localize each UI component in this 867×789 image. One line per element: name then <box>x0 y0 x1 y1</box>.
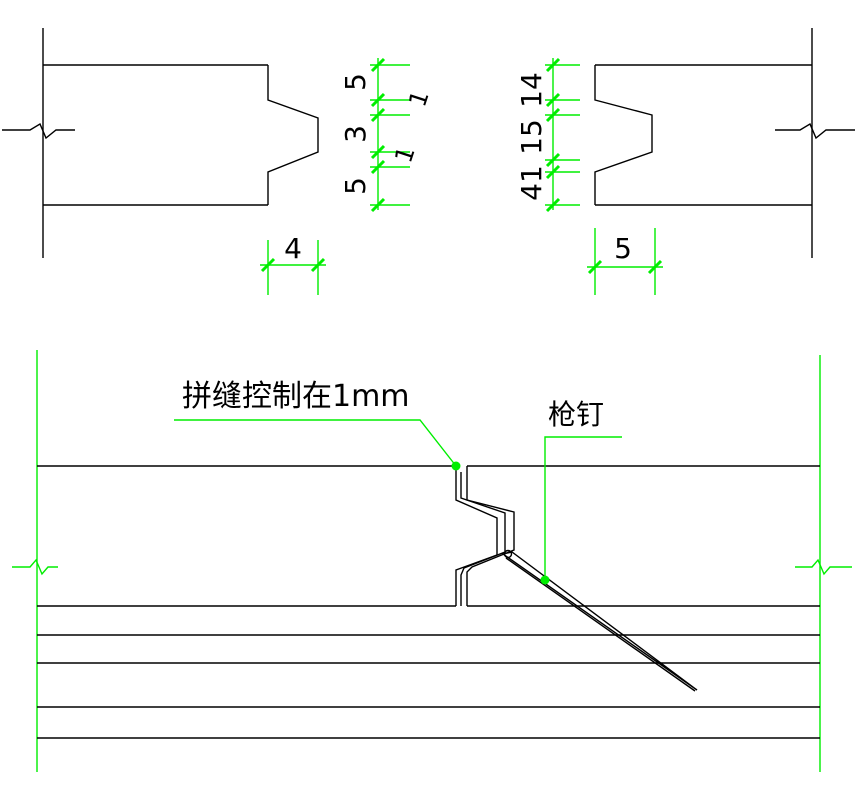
left-break-symbol <box>2 122 75 140</box>
nail-shape <box>501 549 698 692</box>
right-horizontal-dimension: 5 <box>587 228 663 295</box>
dim-left-mid: 3 <box>339 125 372 143</box>
right-break-symbol <box>775 122 855 140</box>
assembled-joint: 拼缝控制在1mm 枪钉 <box>12 350 852 772</box>
left-horizontal-dimension: 4 <box>260 232 326 295</box>
left-board-profile <box>2 28 319 258</box>
bottom-right-break-symbol <box>795 558 852 576</box>
dim-right-top: 14 <box>515 72 548 108</box>
bottom-left-break-symbol <box>12 558 58 576</box>
slope-mark-upper: 1 <box>403 87 434 110</box>
left-vertical-dimension: 5 3 5 1 1 <box>339 57 435 213</box>
nail-label: 枪钉 <box>548 398 604 431</box>
dim-right-mid: 15 <box>515 119 548 155</box>
right-vertical-dimension: 14 15 41 <box>515 57 580 213</box>
right-board-profile <box>594 28 855 258</box>
dim-left-top: 5 <box>339 73 372 91</box>
dim-groove-depth: 5 <box>614 232 632 265</box>
gap-leader <box>174 419 457 467</box>
gap-control-label: 拼缝控制在1mm <box>182 379 410 414</box>
dim-left-bottom: 5 <box>339 177 372 195</box>
dim-right-bottom: 41 <box>515 165 548 201</box>
nail-leader <box>544 436 622 580</box>
slope-mark-lower: 1 <box>389 143 420 166</box>
dim-tongue-depth: 4 <box>284 232 302 265</box>
